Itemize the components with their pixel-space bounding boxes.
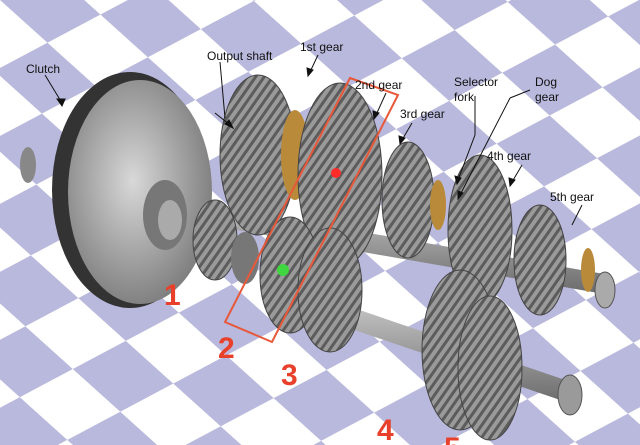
number-3: 3	[281, 359, 298, 392]
label-dog-gear-line1: Dog	[535, 75, 557, 89]
label-1st-gear: 1st gear	[300, 40, 343, 54]
label-4th-gear: 4th gear	[487, 149, 531, 163]
green-marker	[277, 264, 289, 276]
number-4: 4	[377, 414, 394, 445]
label-selector-fork-line2: fork	[454, 90, 475, 104]
number-2: 2	[218, 332, 235, 365]
red-marker	[331, 168, 341, 178]
number-5: 5	[444, 432, 461, 445]
clutch	[20, 72, 212, 308]
second-gear-highlight-box	[223, 76, 400, 344]
leader-arrows	[44, 54, 583, 226]
label-2nd-gear: 2nd gear	[355, 78, 402, 92]
label-5th-gear: 5th gear	[550, 190, 594, 204]
label-3rd-gear: 3rd gear	[400, 107, 445, 121]
label-dog-gear-line2: gear	[535, 90, 559, 104]
label-selector-fork-line1: Selector	[454, 75, 498, 89]
label-clutch: Clutch	[26, 62, 60, 76]
number-1: 1	[164, 279, 181, 312]
label-output-shaft: Output shaft	[207, 49, 273, 63]
